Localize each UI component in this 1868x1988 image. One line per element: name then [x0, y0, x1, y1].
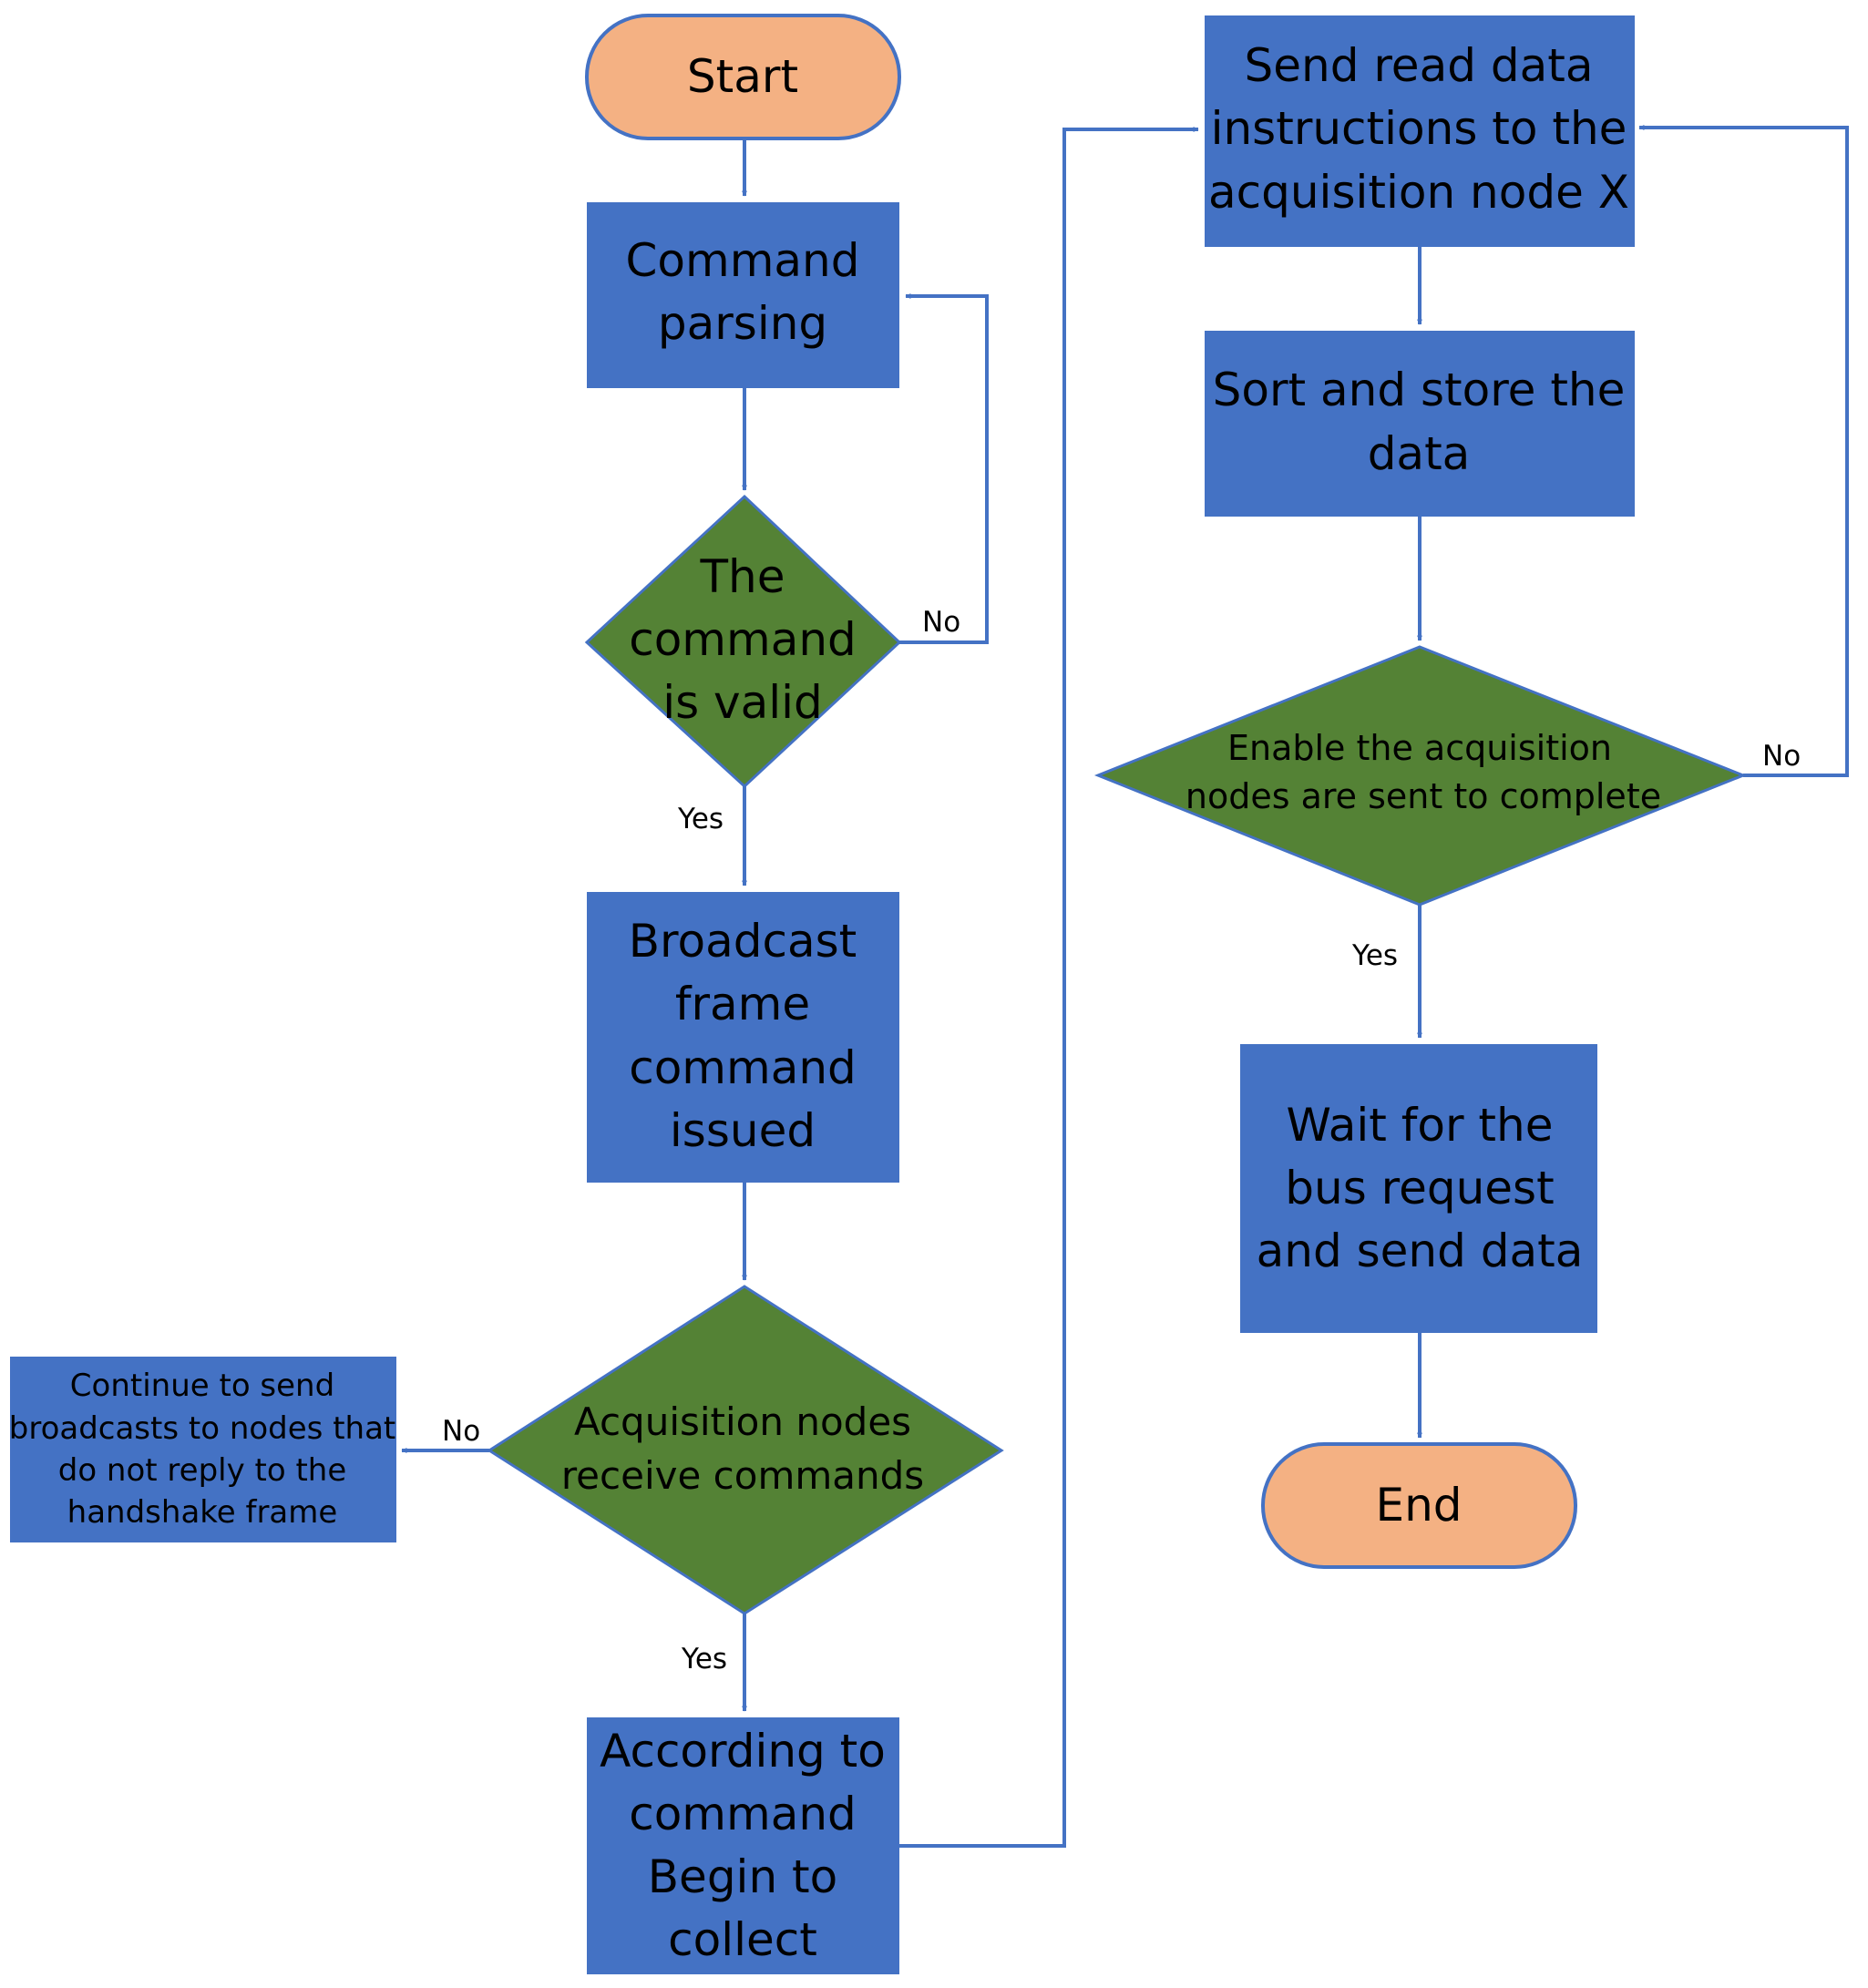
wait-send-node: Wait for the bus request and send data — [1240, 1044, 1597, 1333]
begin-collect-node: According to command Begin to collect — [587, 1717, 899, 1974]
continue-send-line-3: do not reply to the — [58, 1452, 347, 1489]
send-read-node: Send read data instructions to the acqui… — [1205, 15, 1635, 247]
broadcast-line-1: Broadcast — [629, 915, 857, 968]
command-parsing-line-2: parsing — [658, 297, 827, 350]
label-complete-yes: Yes — [1351, 939, 1398, 972]
command-valid-line-2: command — [629, 613, 857, 666]
start-node: Start — [585, 14, 901, 140]
edge-enable-no-loop — [1638, 125, 1849, 777]
wait-send-line-2: bus request — [1285, 1162, 1554, 1214]
edges — [401, 125, 1849, 1848]
continue-send-line-4: handshake frame — [67, 1494, 338, 1531]
broadcast-line-4: issued — [670, 1104, 816, 1157]
command-valid-line-1: The — [700, 550, 785, 603]
sort-store-line-1: Sort and store the — [1213, 364, 1626, 416]
label-receive-yes: Yes — [681, 1643, 727, 1675]
begin-collect-line-1: According to — [600, 1725, 886, 1778]
command-valid-decision: The command is valid — [584, 494, 902, 789]
nodes-receive-decision: Acquisition nodes receive commands — [487, 1285, 1004, 1615]
broadcast-node: Broadcast frame command issued — [587, 892, 899, 1183]
enable-complete-decision: Enable the acquisition nodes are sent to… — [1093, 645, 1748, 907]
label-receive-no: No — [442, 1415, 480, 1448]
command-parsing-line-1: Command — [626, 234, 860, 287]
edge-collect-to-send-read — [899, 127, 1199, 1848]
broadcast-line-2: frame — [675, 978, 810, 1030]
nodes-receive-line-2: receive commands — [561, 1453, 924, 1498]
send-read-line-3: acquisition node X — [1208, 166, 1629, 219]
continue-send-node: Continue to send broadcasts to nodes tha… — [9, 1357, 396, 1542]
send-read-line-2: instructions to the — [1211, 102, 1627, 155]
label-complete-no: No — [1762, 740, 1801, 773]
label-valid-no: No — [922, 606, 960, 639]
continue-send-line-1: Continue to send — [70, 1368, 334, 1404]
edge-labels: No Yes No Yes No Yes — [442, 606, 1801, 1675]
command-valid-line-3: is valid — [662, 676, 823, 729]
enable-complete-line-2: nodes are sent to complete — [1185, 776, 1661, 816]
wait-send-line-3: and send data — [1257, 1225, 1584, 1277]
command-parsing-node: Command parsing — [587, 202, 899, 388]
sort-store-line-2: data — [1368, 427, 1471, 480]
continue-send-line-2: broadcasts to nodes that — [9, 1410, 396, 1447]
begin-collect-line-2: command — [629, 1788, 857, 1840]
edge-valid-no-loop — [899, 293, 989, 644]
start-label: Start — [687, 50, 798, 103]
begin-collect-line-4: collect — [668, 1913, 817, 1966]
enable-complete-line-1: Enable the acquisition — [1227, 728, 1612, 768]
begin-collect-line-3: Begin to — [648, 1850, 837, 1903]
end-label: End — [1375, 1479, 1462, 1532]
wait-send-line-1: Wait for the — [1287, 1099, 1554, 1152]
sort-store-node: Sort and store the data — [1205, 331, 1635, 517]
end-node: End — [1261, 1442, 1577, 1569]
send-read-line-1: Send read data — [1245, 39, 1594, 92]
nodes-receive-line-1: Acquisition nodes — [574, 1399, 911, 1444]
broadcast-line-3: command — [629, 1041, 857, 1094]
label-valid-yes: Yes — [677, 803, 724, 835]
